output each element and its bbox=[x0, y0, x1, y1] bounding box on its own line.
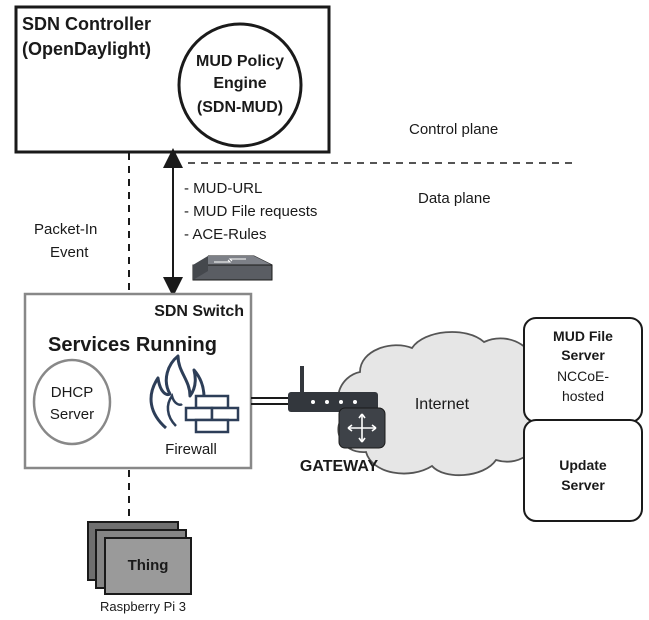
switch-title: SDN Switch bbox=[154, 303, 244, 320]
engine-label-line2: Engine bbox=[213, 75, 266, 92]
thing-device: Thing Raspberry Pi 3 bbox=[87, 521, 192, 614]
packet-in-label-line2: Event bbox=[50, 244, 89, 261]
dhcp-server-circle bbox=[32, 358, 112, 446]
wifi-router-icon bbox=[288, 366, 378, 412]
thing-card-front bbox=[104, 537, 192, 595]
gateway-label: GATEWAY bbox=[300, 458, 379, 475]
sdn-switch: SDN Switch Services Running DHCP Server … bbox=[23, 292, 253, 470]
engine-label-line1: MUD Policy bbox=[196, 53, 284, 70]
packet-in-label-line1: Packet-In bbox=[34, 221, 97, 238]
mud-server-line1: MUD File bbox=[553, 328, 613, 344]
controller-subtitle: (OpenDaylight) bbox=[22, 39, 151, 59]
control-plane-label: Control plane bbox=[409, 121, 498, 138]
sdn-controller: SDN Controller (OpenDaylight) MUD Policy… bbox=[14, 5, 331, 154]
update-server-box bbox=[523, 419, 643, 522]
internet-label: Internet bbox=[415, 396, 470, 413]
mud-policy-engine-circle bbox=[177, 22, 303, 148]
mud-server-line2: Server bbox=[561, 347, 605, 363]
dhcp-label-line2: Server bbox=[50, 406, 94, 423]
engine-label-line3: (SDN-MUD) bbox=[197, 99, 283, 116]
mud-file-server: MUD File Server NCCoE- hosted bbox=[523, 317, 643, 423]
mud-server-line4: hosted bbox=[562, 388, 604, 404]
services-running-title: Services Running bbox=[48, 334, 217, 356]
gateway-router-icon bbox=[338, 407, 386, 449]
controller-title: SDN Controller bbox=[22, 14, 151, 34]
update-server: Update Server bbox=[523, 419, 643, 522]
firewall-label: Firewall bbox=[165, 441, 217, 458]
dhcp-label-line1: DHCP bbox=[51, 384, 94, 401]
network-switch-icon bbox=[192, 255, 273, 281]
thing-label: Thing bbox=[128, 557, 169, 574]
update-server-line1: Update bbox=[559, 457, 607, 473]
mud-server-line3: NCCoE- bbox=[557, 368, 609, 384]
data-plane-label: Data plane bbox=[418, 190, 491, 207]
message-mud-url: - MUD-URL bbox=[184, 180, 262, 197]
message-ace-rules: - ACE-Rules bbox=[184, 226, 267, 243]
update-server-line2: Server bbox=[561, 477, 605, 493]
message-mud-file-requests: - MUD File requests bbox=[184, 203, 317, 220]
thing-device-label: Raspberry Pi 3 bbox=[100, 599, 186, 614]
firewall-flame-icon bbox=[149, 354, 240, 434]
